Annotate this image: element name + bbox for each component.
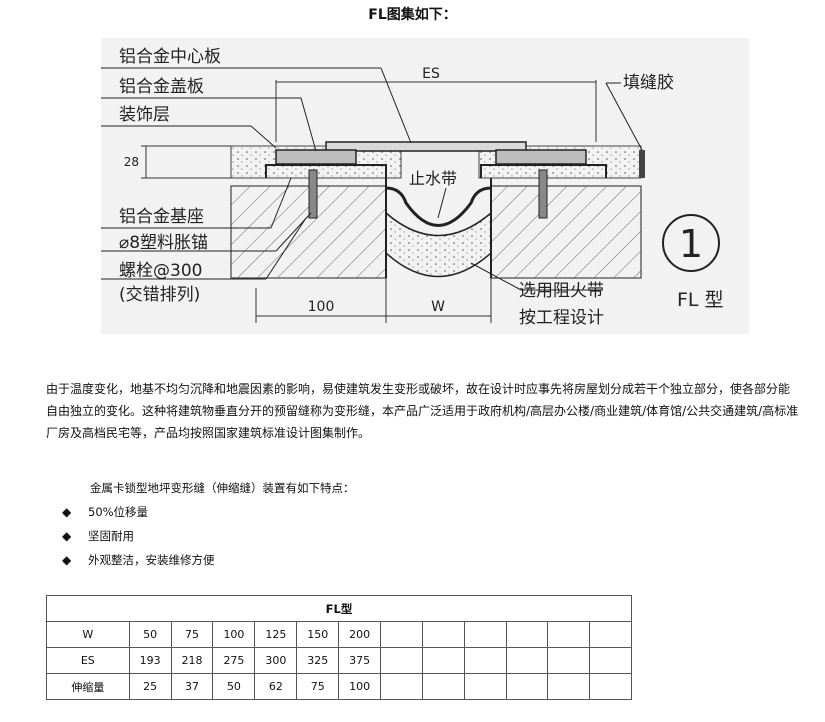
table-cell: 150 <box>296 621 340 648</box>
table-cell: 193 <box>128 647 172 674</box>
table-cell: 375 <box>338 647 382 674</box>
waterstop <box>385 186 492 227</box>
table-cell <box>463 673 507 700</box>
leader-lines <box>101 67 643 291</box>
table-cell <box>463 621 507 648</box>
diamond-bullet-icon: ◆ <box>62 505 72 519</box>
spec-table: FL型 W 50 75 100 125 150 200 ES 193 218 2… <box>46 595 632 700</box>
feature-text: 坚固耐用 <box>88 529 134 543</box>
table-cell <box>547 673 591 700</box>
label-decor-layer: 装饰层 <box>119 105 170 125</box>
dimension-lines <box>141 80 597 323</box>
table-title: FL型 <box>46 595 632 622</box>
feature-item: ◆ 坚固耐用 <box>62 524 215 548</box>
table-cell <box>380 673 423 700</box>
table-cell: 275 <box>212 647 256 674</box>
center-plate <box>325 141 527 152</box>
table-cell: 62 <box>254 673 298 700</box>
feature-text: 外观整洁，安装维修方便 <box>88 553 215 567</box>
feature-text: 50%位移量 <box>88 505 149 519</box>
detail-number: 1 <box>679 222 703 266</box>
right-slab <box>490 185 642 279</box>
left-cover-plate <box>275 149 357 165</box>
table-row: 伸缩量 25 37 50 62 75 100 <box>46 673 632 700</box>
right-base <box>480 164 607 178</box>
label-anchor: ⌀8塑料胀锚 <box>119 233 208 253</box>
model-label: FL 型 <box>677 289 724 311</box>
dim-label-w: W <box>431 299 445 315</box>
left-anchor <box>308 169 318 219</box>
table-cell <box>547 621 591 648</box>
label-firestop: 选用阻火带 <box>519 281 604 301</box>
right-cover-plate <box>495 149 587 165</box>
table-title-row: FL型 <box>46 595 632 622</box>
label-per-design: 按工程设计 <box>519 308 604 328</box>
table-cell <box>421 673 465 700</box>
fire-barrier <box>385 211 492 278</box>
table-cell <box>589 673 632 700</box>
table-cell <box>380 621 423 648</box>
label-bolt: 螺栓@300 <box>119 261 202 281</box>
table-cell <box>547 647 591 674</box>
table-cell: 200 <box>338 621 382 648</box>
table-cell <box>421 621 465 648</box>
table-cell <box>505 621 549 648</box>
row-label: ES <box>46 647 130 674</box>
features-heading: 金属卡锁型地坪变形缝（伸缩缝）装置有如下特点： <box>90 481 355 495</box>
label-sealant: 填缝胶 <box>623 73 674 93</box>
table-cell: 100 <box>338 673 382 700</box>
table-cell: 100 <box>212 621 256 648</box>
fl-section-svg: 1 铝合金中心板 铝合金盖板 装饰层 铝合金基座 ⌀8塑料胀锚 螺栓@300 (… <box>101 38 749 334</box>
dim-label-28: 28 <box>124 155 139 169</box>
diamond-bullet-icon: ◆ <box>62 553 72 567</box>
table-row: W 50 75 100 125 150 200 <box>46 621 632 648</box>
row-label: 伸缩量 <box>46 673 130 700</box>
table-cell <box>505 647 549 674</box>
sealant-bead <box>639 150 645 178</box>
intro-paragraph: 由于温度变化，地基不均匀沉降和地震因素的影响，易使建筑发生变形或破坏，故在设计时… <box>46 382 799 440</box>
table-cell <box>380 647 423 674</box>
table-cell: 75 <box>170 621 214 648</box>
label-base: 铝合金基座 <box>119 207 204 227</box>
label-cover-plate: 铝合金盖板 <box>119 77 204 97</box>
table-cell: 37 <box>170 673 214 700</box>
table-cell: 50 <box>128 621 172 648</box>
left-base <box>265 164 387 178</box>
dim-label-es: ES <box>422 66 440 82</box>
table-cell: 218 <box>170 647 214 674</box>
label-bolt-note: (交错排列) <box>119 285 200 305</box>
page-title: FL图集如下： <box>368 7 457 23</box>
label-center-plate: 铝合金中心板 <box>119 47 221 67</box>
table-cell: 325 <box>296 647 340 674</box>
detail-circle <box>662 214 720 272</box>
feature-item: ◆ 外观整洁，安装维修方便 <box>62 548 215 572</box>
table-cell: 25 <box>128 673 172 700</box>
table-cell <box>589 621 632 648</box>
table-row: ES 193 218 275 300 325 375 <box>46 647 632 674</box>
table-cell <box>463 647 507 674</box>
feature-item: ◆ 50%位移量 <box>62 500 215 524</box>
right-anchor <box>538 169 548 219</box>
table-cell: 300 <box>254 647 298 674</box>
table-cell <box>505 673 549 700</box>
label-waterstop: 止水带 <box>409 169 457 188</box>
row-label: W <box>46 621 130 648</box>
features-list: ◆ 50%位移量 ◆ 坚固耐用 ◆ 外观整洁，安装维修方便 <box>62 500 215 572</box>
table-cell: 125 <box>254 621 298 648</box>
dim-label-100: 100 <box>308 299 335 315</box>
table-cell: 75 <box>296 673 340 700</box>
table-cell: 50 <box>212 673 256 700</box>
fl-section-drawing: 1 铝合金中心板 铝合金盖板 装饰层 铝合金基座 ⌀8塑料胀锚 螺栓@300 (… <box>101 38 749 334</box>
table-cell <box>421 647 465 674</box>
diamond-bullet-icon: ◆ <box>62 529 72 543</box>
table-cell <box>589 647 632 674</box>
